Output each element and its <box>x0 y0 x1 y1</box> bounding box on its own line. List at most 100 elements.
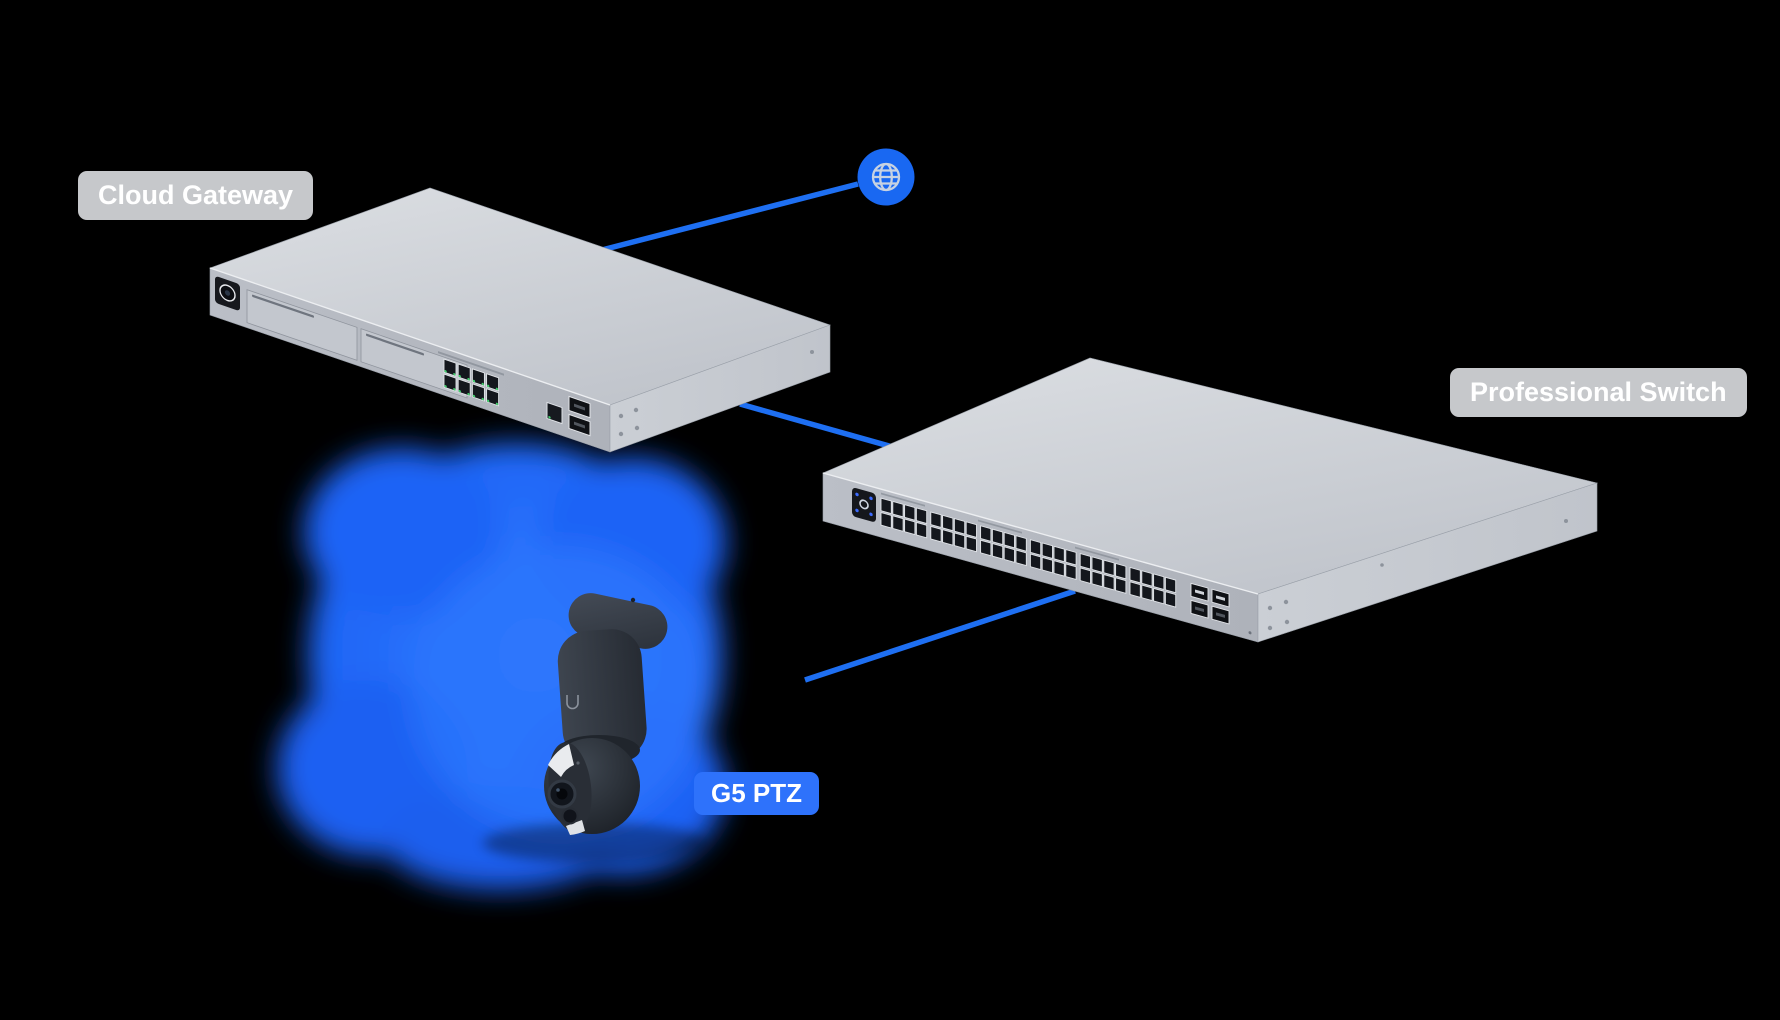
camera-lens-glint <box>556 788 560 792</box>
rj45-port <box>1091 570 1103 588</box>
rj45-port <box>1153 573 1165 591</box>
rj45-port <box>880 497 892 515</box>
port-led <box>458 374 462 378</box>
rj45-port <box>471 368 485 387</box>
camera-arm-screw <box>630 597 636 603</box>
rj45-port <box>965 521 977 538</box>
port-led <box>453 373 456 376</box>
rj45-port <box>1153 587 1165 605</box>
rj45-port <box>1053 545 1065 563</box>
rj45-port <box>892 500 904 518</box>
rj45-port <box>980 525 992 542</box>
rj45-port <box>1053 560 1065 577</box>
rj45-port <box>443 373 457 392</box>
ubiquiti-logo-icon <box>566 695 579 710</box>
gateway-rj45-ports <box>443 358 500 407</box>
rj45-port <box>457 378 471 397</box>
gateway-front-edge-highlight <box>209 267 611 406</box>
rj45-port <box>930 511 942 529</box>
rj45-port <box>1164 576 1177 594</box>
rj45-port <box>1103 573 1115 591</box>
rj45-port <box>1141 584 1153 602</box>
sfp-tab <box>574 403 585 411</box>
sfp-tab <box>1195 589 1204 595</box>
switch-rj45-ports <box>880 497 1177 608</box>
port-led <box>472 379 476 383</box>
port-led <box>548 416 551 419</box>
port-led <box>487 384 490 388</box>
g5-ptz-camera-illustration <box>544 593 668 835</box>
rj45-port <box>1141 570 1153 587</box>
rj45-port <box>1015 549 1027 567</box>
globe-icon <box>871 162 901 192</box>
rj45-port <box>991 542 1004 560</box>
switch-front-edge-highlight <box>822 472 1259 595</box>
gateway-right-face <box>609 324 831 453</box>
cloud-gateway-label: Cloud Gateway <box>78 171 314 220</box>
sfp-tab <box>1216 612 1225 618</box>
rj45-port <box>1041 542 1053 560</box>
gateway-screws <box>618 350 814 437</box>
professional-switch-label: Professional Switch <box>1450 368 1747 417</box>
connection-gateway-to-switch <box>739 401 915 456</box>
rj45-port <box>1091 556 1103 573</box>
gateway-port-slit <box>438 351 504 376</box>
port-led <box>458 389 462 393</box>
rj45-port <box>1079 552 1091 570</box>
rj45-port <box>1115 577 1127 594</box>
camera-secondary-lens <box>561 807 579 825</box>
port-led <box>495 387 499 391</box>
switch-display-dot <box>869 496 873 501</box>
rj45-port <box>1115 562 1127 580</box>
rj45-port <box>942 529 954 546</box>
port-led <box>453 388 456 391</box>
gateway-bay-slit <box>366 333 424 356</box>
switch-port-slit <box>1075 546 1119 561</box>
gateway-wan-port <box>546 401 563 425</box>
rj45-port <box>892 515 904 532</box>
sfp-tab <box>1216 595 1225 601</box>
rj45-port <box>915 521 928 539</box>
port-led <box>487 399 490 403</box>
rj45-port <box>1079 567 1091 584</box>
sfp-tab <box>1195 606 1204 612</box>
rj45-port <box>942 514 954 532</box>
rj45-port <box>1029 553 1042 571</box>
rj45-port <box>486 388 500 407</box>
gateway-drive-bay <box>246 289 358 361</box>
gateway-front-details <box>215 276 591 437</box>
rj45-port <box>1129 581 1141 598</box>
rj45-port <box>991 528 1004 546</box>
switch-front-details <box>852 488 1252 635</box>
rj45-port <box>930 525 942 543</box>
rj45-port <box>1065 548 1077 566</box>
rj45-port <box>457 363 471 382</box>
camera-white-trim <box>548 744 574 777</box>
rj45-port <box>1065 563 1077 580</box>
camera-shadow <box>483 823 707 863</box>
switch-right-face <box>1257 482 1598 643</box>
rj45-port <box>1029 539 1042 556</box>
rj45-port <box>953 532 966 549</box>
rj45-port <box>1164 591 1177 608</box>
rj45-port <box>915 507 928 525</box>
cloud-gateway-device <box>209 187 831 453</box>
switch-port-slit <box>881 492 925 507</box>
rj45-port <box>904 518 916 536</box>
rj45-port <box>1003 546 1015 563</box>
port-led <box>444 385 447 388</box>
gateway-drive-bay <box>360 328 468 399</box>
camera-white-trim-bottom <box>566 820 585 835</box>
sfp-tab <box>574 421 585 429</box>
port-led <box>467 392 470 396</box>
professional-switch-device <box>822 357 1599 643</box>
rj45-port <box>1041 556 1053 574</box>
rj45-port <box>486 373 500 392</box>
rj45-port <box>1129 566 1141 584</box>
internet-node <box>857 148 915 206</box>
switch-display-ring <box>859 499 869 510</box>
switch-reset-hole <box>1248 631 1252 635</box>
camera-body <box>557 629 647 761</box>
